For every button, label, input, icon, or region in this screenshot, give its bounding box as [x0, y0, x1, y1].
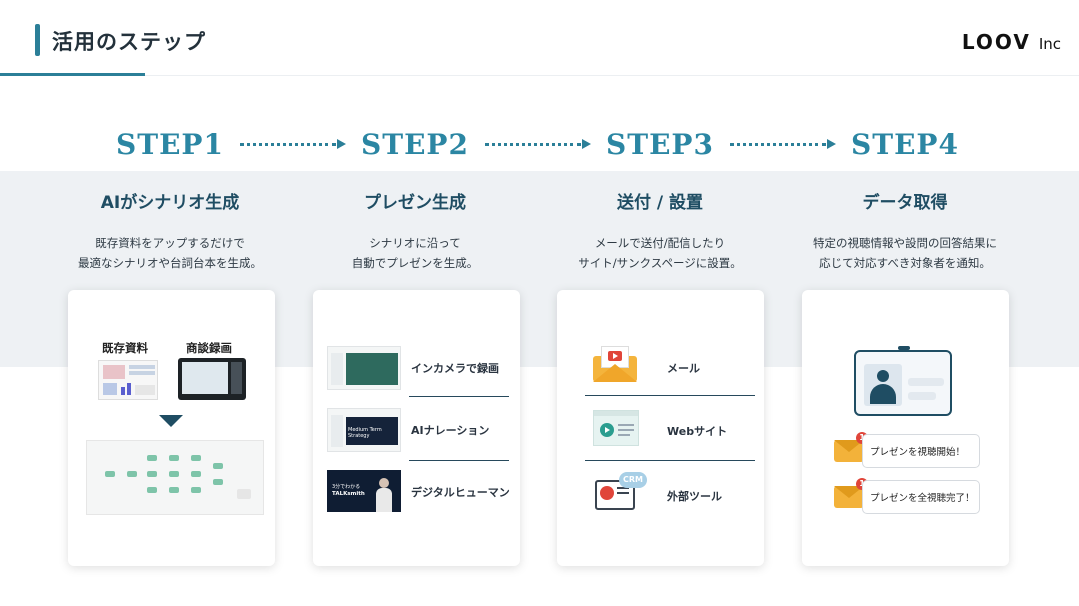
video-thumbnail — [178, 358, 246, 400]
divider — [585, 460, 755, 461]
step1-heading: AIがシナリオ生成 — [100, 193, 240, 213]
step1-card: 既存資料 商談録画 — [68, 290, 275, 566]
email-label: メール — [667, 362, 700, 375]
camera-recording-thumbnail — [327, 346, 401, 390]
ai-narration-label: AIナレーション — [411, 424, 490, 437]
arrow-down-icon — [159, 415, 183, 427]
step1-description: 既存資料をアップするだけで 最適なシナリオや台詞台本を生成。 — [45, 233, 295, 273]
step3-desc-line1: メールで送付/配信したり — [594, 236, 726, 250]
step4-card: 1 プレゼンを視聴開始！ 1 プレゼンを全視聴完了！ — [802, 290, 1009, 566]
divider — [585, 395, 755, 396]
step2-heading: プレゼン生成 — [364, 193, 466, 213]
website-icon — [593, 410, 639, 446]
envelope-icon — [834, 486, 864, 508]
notification-item: 1 プレゼンを視聴開始！ — [834, 432, 980, 468]
step4-label: STEP4 — [851, 128, 959, 161]
page-title: 活用のステップ — [52, 30, 206, 54]
digital-human-label: デジタルヒューマン — [411, 486, 510, 499]
header: 活用のステップ LOOV Inc — [0, 0, 1079, 76]
step3-description: メールで送付/配信したり サイト/サンクスページに設置。 — [535, 233, 785, 273]
website-label: Webサイト — [667, 425, 728, 438]
step1-desc-line2: 最適なシナリオや台詞台本を生成。 — [78, 256, 262, 270]
step1-desc-line1: 既存資料をアップするだけで — [95, 236, 245, 250]
meeting-recording-label: 商談録画 — [186, 341, 232, 355]
step2-desc-line2: 自動でプレゼンを生成。 — [351, 256, 479, 270]
digital-human-thumbnail: 3分でわかる TALKsmith — [327, 470, 401, 512]
arrow-right-icon — [730, 139, 836, 149]
step3-card: メール Webサイト CRM 外部ツール — [557, 290, 764, 566]
step4-description: 特定の視聴情報や設問の回答結果に 応じて対応すべき対象者を通知。 — [780, 233, 1030, 273]
step3-desc-line2: サイト/サンクスページに設置。 — [578, 256, 742, 270]
notification-text: プレゼンを全視聴完了！ — [870, 493, 975, 504]
crm-badge: CRM — [619, 472, 647, 488]
step2-card: インカメラで録画 Medium Term Strategy AIナレーション 3… — [313, 290, 520, 566]
step3-label: STEP3 — [606, 128, 714, 161]
title-accent-bar — [35, 24, 40, 56]
scenario-flow-thumbnail — [86, 440, 264, 515]
digital-human-thumb-text2: TALKsmith — [332, 491, 365, 497]
email-icon — [593, 346, 637, 382]
envelope-icon — [834, 440, 864, 462]
step2-label: STEP2 — [361, 128, 469, 161]
notification-box — [862, 480, 980, 514]
ai-narration-thumbnail: Medium Term Strategy — [327, 408, 401, 452]
notification-text: プレゼンを視聴開始！ — [870, 447, 966, 458]
company-logo: LOOV Inc — [962, 30, 1061, 54]
digital-human-thumb-text1: 3分でわかる — [332, 484, 361, 490]
divider — [409, 460, 509, 461]
crm-tool-icon: CRM — [595, 472, 649, 512]
title-underline — [0, 73, 145, 76]
step4-desc-line1: 特定の視聴情報や設問の回答結果に — [813, 236, 997, 250]
step2-description: シナリオに沿って 自動でプレゼンを生成。 — [290, 233, 540, 273]
user-icon — [864, 364, 902, 406]
divider — [409, 396, 509, 397]
external-tool-label: 外部ツール — [667, 490, 722, 503]
document-thumbnail — [98, 360, 158, 400]
step4-desc-line2: 応じて対応すべき対象者を通知。 — [819, 256, 991, 270]
notification-item: 1 プレゼンを全視聴完了！ — [834, 478, 980, 514]
logo-sub-text: Inc — [1038, 35, 1061, 53]
camera-recording-label: インカメラで録画 — [411, 362, 499, 375]
arrow-right-icon — [485, 139, 591, 149]
step3-heading: 送付 / 設置 — [616, 193, 704, 213]
step1-label: STEP1 — [116, 128, 224, 161]
arrow-right-icon — [240, 139, 346, 149]
ai-narration-thumb-text: Medium Term Strategy — [346, 417, 398, 445]
existing-docs-label: 既存資料 — [102, 341, 148, 355]
notification-box — [862, 434, 980, 468]
id-card-icon — [854, 346, 952, 416]
step2-desc-line1: シナリオに沿って — [369, 236, 461, 250]
step4-heading: データ取得 — [862, 193, 948, 213]
logo-main-text: LOOV — [961, 30, 1031, 54]
